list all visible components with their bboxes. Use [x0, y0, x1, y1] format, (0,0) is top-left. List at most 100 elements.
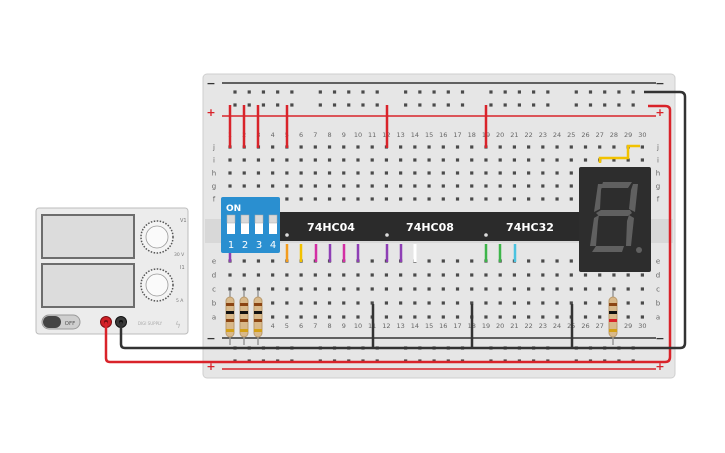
hole[interactable] — [342, 145, 346, 149]
hole[interactable] — [342, 301, 346, 305]
hole[interactable] — [640, 145, 644, 149]
hole[interactable] — [370, 273, 374, 277]
hole[interactable] — [299, 171, 303, 175]
rail-hole[interactable] — [446, 90, 450, 94]
hole[interactable] — [242, 287, 246, 291]
hole[interactable] — [441, 273, 445, 277]
rail-hole[interactable] — [588, 103, 593, 107]
hole[interactable] — [498, 273, 502, 277]
hole[interactable] — [384, 158, 389, 162]
rail-hole[interactable] — [290, 90, 294, 94]
hole[interactable] — [384, 184, 389, 188]
chip-74hc32[interactable]: 74HC32 — [479, 212, 581, 241]
hole[interactable] — [413, 287, 417, 291]
hole[interactable] — [598, 273, 602, 277]
hole[interactable] — [299, 287, 303, 291]
dip-toggle-3[interactable] — [255, 215, 263, 234]
hole[interactable] — [569, 301, 573, 305]
hole[interactable] — [498, 158, 502, 162]
hole[interactable] — [640, 287, 644, 291]
hole[interactable] — [569, 259, 573, 263]
hole[interactable] — [527, 171, 531, 175]
hole[interactable] — [484, 197, 488, 201]
rail-hole[interactable] — [375, 90, 379, 94]
hole[interactable] — [541, 171, 545, 175]
hole[interactable] — [512, 287, 516, 291]
hole[interactable] — [271, 184, 275, 188]
hole[interactable] — [327, 301, 332, 305]
hole[interactable] — [640, 158, 644, 162]
hole[interactable] — [427, 259, 431, 263]
hole[interactable] — [242, 259, 246, 263]
hole[interactable] — [541, 259, 545, 263]
hole[interactable] — [427, 197, 431, 201]
hole[interactable] — [527, 315, 531, 319]
hole[interactable] — [484, 158, 488, 162]
hole[interactable] — [455, 273, 460, 277]
hole[interactable] — [427, 287, 431, 291]
hole[interactable] — [598, 287, 602, 291]
hole[interactable] — [569, 158, 573, 162]
hole[interactable] — [256, 171, 261, 175]
rail-hole[interactable] — [432, 90, 436, 94]
dip-switch[interactable]: ON 1 2 3 4 — [221, 197, 280, 253]
hole[interactable] — [427, 273, 431, 277]
hole[interactable] — [441, 184, 445, 188]
rail-hole[interactable] — [418, 103, 422, 107]
hole[interactable] — [626, 158, 630, 162]
rail-hole[interactable] — [290, 103, 294, 107]
hole[interactable] — [455, 197, 460, 201]
rail-hole[interactable] — [418, 90, 422, 94]
hole[interactable] — [541, 315, 545, 319]
hole[interactable] — [271, 158, 275, 162]
rail-hole[interactable] — [318, 90, 322, 94]
hole[interactable] — [441, 171, 445, 175]
hole[interactable] — [541, 145, 545, 149]
hole[interactable] — [455, 287, 460, 291]
rail-hole[interactable] — [261, 103, 266, 107]
hole[interactable] — [527, 184, 531, 188]
hole[interactable] — [356, 158, 360, 162]
hole[interactable] — [512, 273, 516, 277]
rail-hole[interactable] — [617, 103, 621, 107]
rail-hole[interactable] — [404, 90, 408, 94]
hole[interactable] — [271, 171, 275, 175]
hole[interactable] — [555, 287, 559, 291]
hole[interactable] — [569, 287, 573, 291]
rail-hole[interactable] — [503, 103, 507, 107]
hole[interactable] — [271, 315, 275, 319]
hole[interactable] — [313, 301, 317, 305]
hole[interactable] — [285, 171, 289, 175]
hole[interactable] — [512, 171, 516, 175]
hole[interactable] — [583, 315, 588, 319]
hole[interactable] — [626, 273, 630, 277]
hole[interactable] — [327, 287, 332, 291]
hole[interactable] — [455, 171, 460, 175]
rail-hole[interactable] — [631, 90, 635, 94]
dip-toggle-4[interactable] — [269, 215, 277, 234]
hole[interactable] — [498, 287, 502, 291]
hole[interactable] — [441, 301, 445, 305]
hole[interactable] — [455, 315, 460, 319]
hole[interactable] — [370, 184, 374, 188]
dip-toggle-2[interactable] — [241, 215, 249, 234]
rail-hole[interactable] — [603, 103, 607, 107]
rail-hole[interactable] — [546, 103, 550, 107]
hole[interactable] — [399, 171, 403, 175]
hole[interactable] — [541, 273, 545, 277]
rail-hole[interactable] — [588, 90, 593, 94]
hole[interactable] — [399, 197, 403, 201]
hole[interactable] — [626, 287, 630, 291]
rail-hole[interactable] — [247, 90, 251, 94]
hole[interactable] — [384, 273, 389, 277]
hole[interactable] — [512, 301, 516, 305]
rail-hole[interactable] — [347, 103, 351, 107]
hole[interactable] — [555, 145, 559, 149]
hole[interactable] — [356, 273, 360, 277]
hole[interactable] — [569, 145, 573, 149]
hole[interactable] — [399, 273, 403, 277]
hole[interactable] — [527, 273, 531, 277]
hole[interactable] — [612, 158, 616, 162]
hole[interactable] — [228, 287, 232, 291]
hole[interactable] — [299, 301, 303, 305]
